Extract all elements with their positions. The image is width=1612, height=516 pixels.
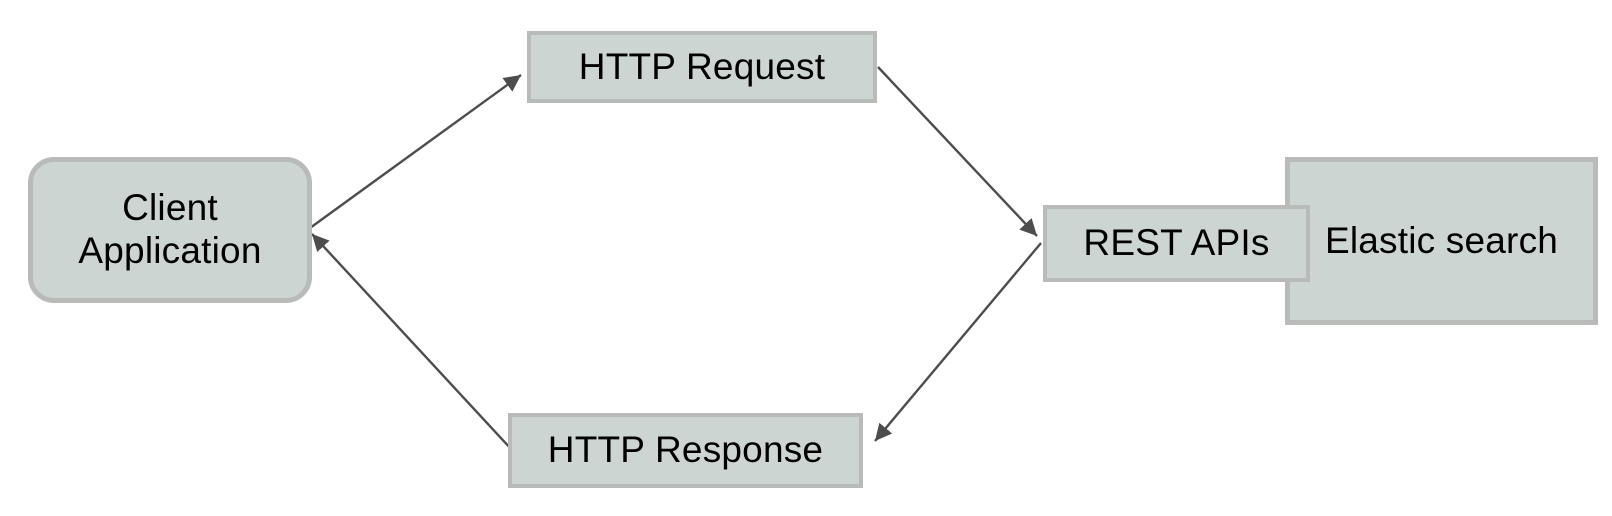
node-rest-apis: REST APIs	[1043, 205, 1310, 282]
node-rest-apis-label: REST APIs	[1083, 222, 1270, 264]
arrow-http-response-to-client	[311, 233, 513, 451]
node-client-application-label: Client Application	[78, 187, 262, 271]
node-client-application: Client Application	[28, 157, 312, 303]
node-http-request: HTTP Request	[527, 31, 877, 103]
arrow-client-to-http-request	[309, 74, 522, 229]
node-http-response: HTTP Response	[508, 413, 863, 488]
node-elastic-search-label: Elastic search	[1324, 219, 1559, 261]
node-http-request-label: HTTP Request	[578, 45, 826, 87]
node-http-response-label: HTTP Response	[547, 429, 824, 471]
arrow-http-request-to-rest-apis	[877, 66, 1038, 237]
arrow-rest-apis-to-http-response	[874, 242, 1042, 442]
node-elastic-search: Elastic search	[1285, 157, 1598, 325]
